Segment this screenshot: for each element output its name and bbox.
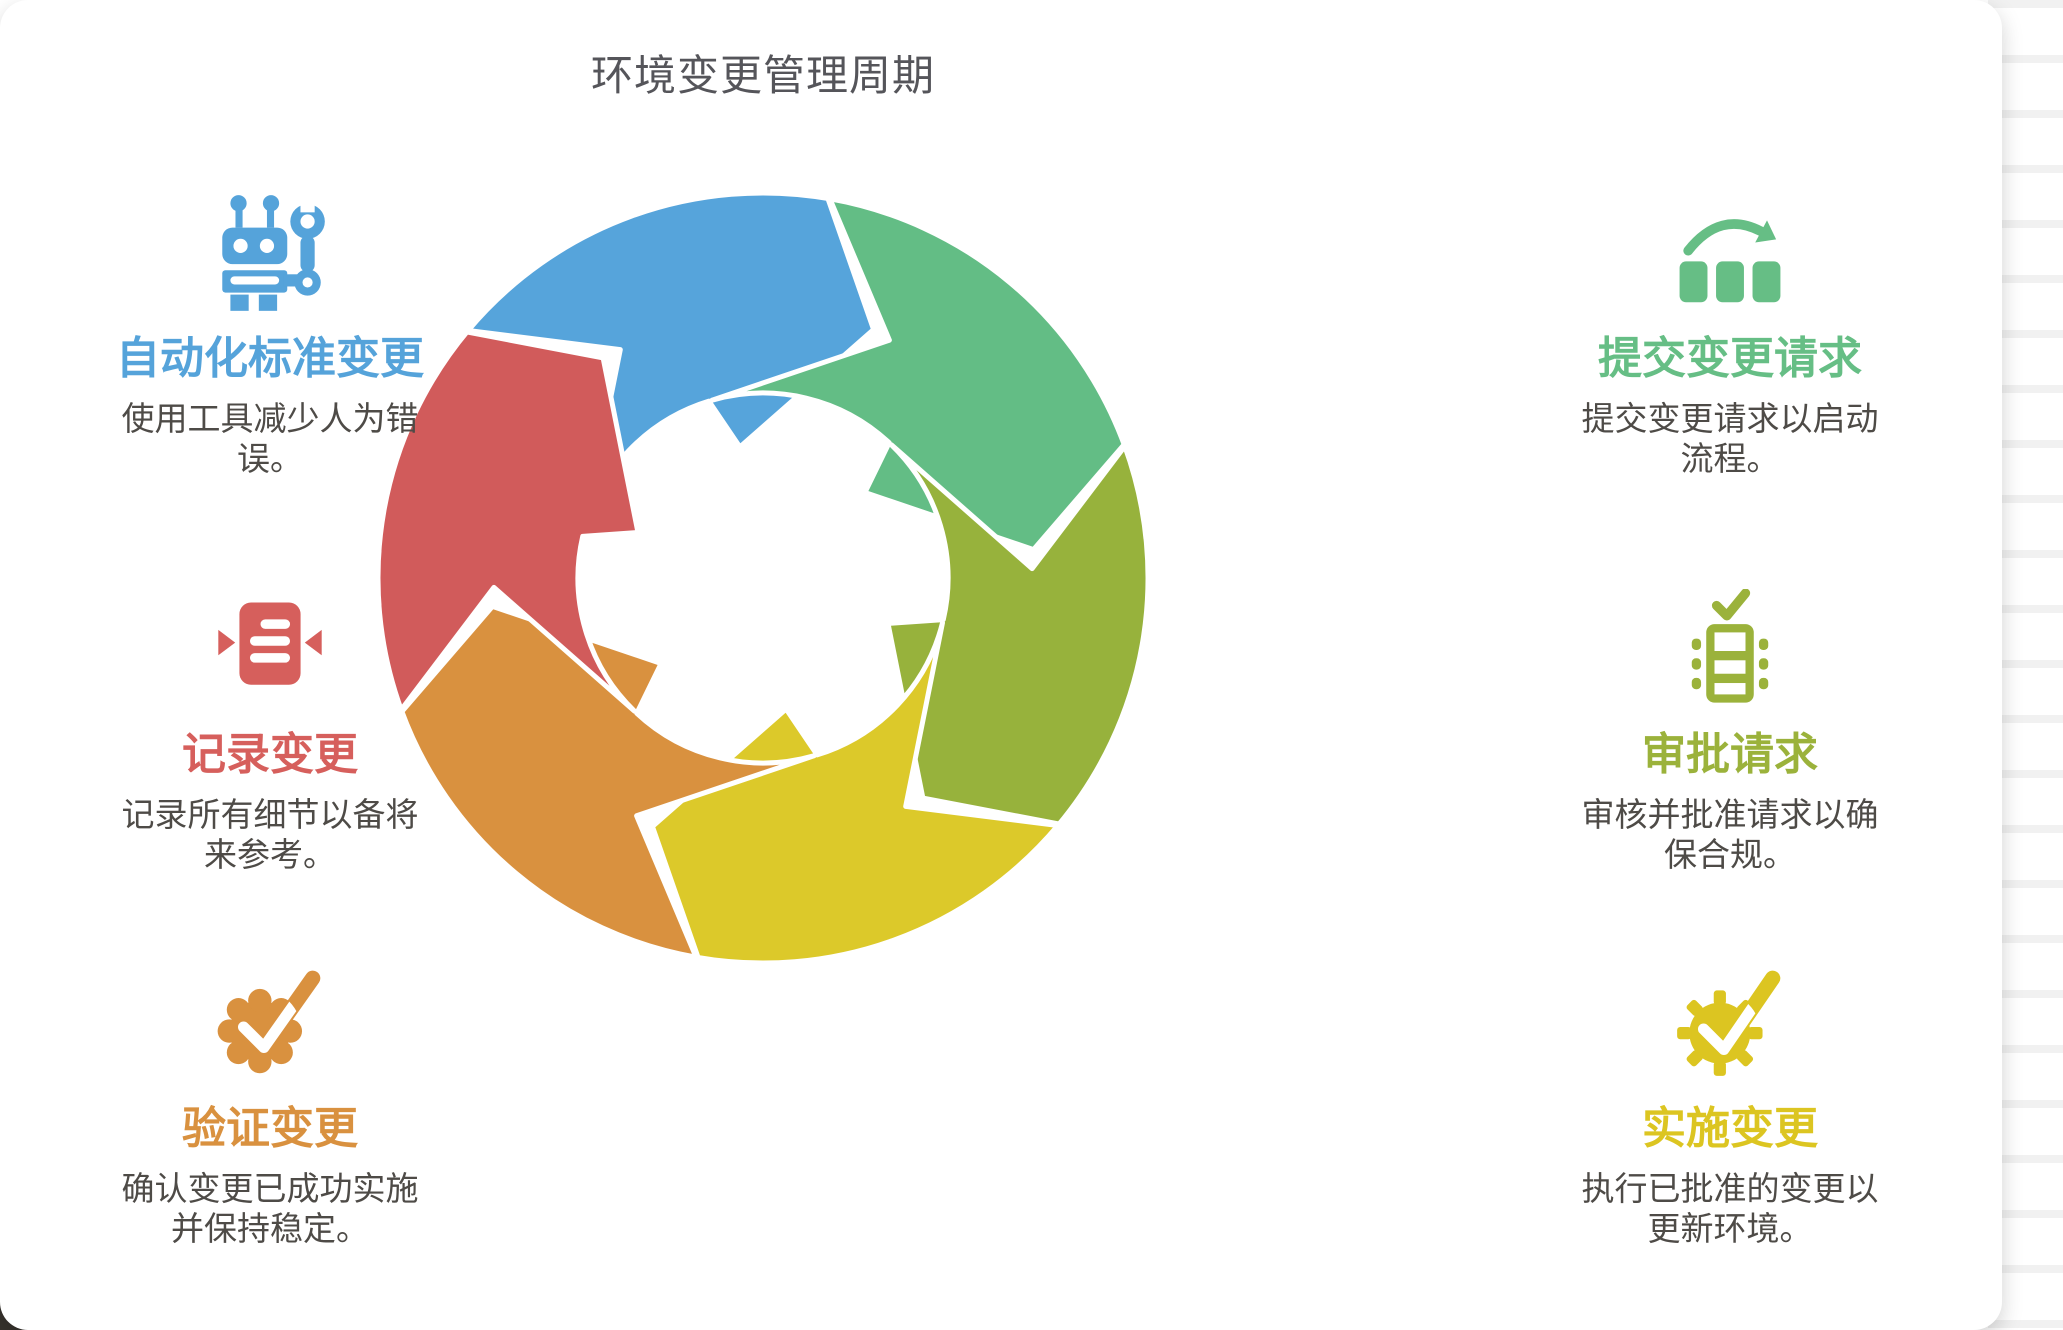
step-approve-request: 审批请求 审核并批准请求以确保合规。 — [1570, 578, 1890, 875]
step-heading: 自动化标准变更 — [116, 334, 424, 383]
icon-box — [110, 578, 430, 723]
step-description: 提交变更请求以启动流程。 — [1581, 400, 1879, 477]
icon-box — [110, 182, 430, 327]
seal-check-icon — [217, 970, 321, 1073]
step-record-change: 记录变更 记录所有细节以备将来参考。 — [110, 578, 430, 875]
step-heading: 验证变更 — [182, 1104, 358, 1153]
step-description: 记录所有细节以备将来参考。 — [121, 796, 419, 873]
icon-box — [1570, 578, 1890, 723]
gear-check-icon — [1677, 970, 1781, 1076]
submit-request-icon — [1679, 218, 1781, 302]
step-description: 执行已批准的变更以更新环境。 — [1581, 1170, 1879, 1247]
approve-list-icon — [1691, 588, 1769, 703]
icon-box — [1570, 952, 1890, 1097]
step-description: 确认变更已成功实施并保持稳定。 — [121, 1170, 419, 1247]
record-note-icon — [218, 601, 322, 685]
check-mark — [1711, 588, 1751, 621]
curved-arrow — [1683, 218, 1766, 256]
step-submit-change-request: 提交变更请求 提交变更请求以启动流程。 — [1570, 182, 1890, 479]
step-implement-change: 实施变更 执行已批准的变更以更新环境。 — [1570, 952, 1890, 1249]
step-description: 审核并批准请求以确保合规。 — [1581, 796, 1879, 873]
icon-box — [1570, 182, 1890, 327]
step-automated-standard-change: 自动化标准变更 使用工具减少人为错误。 — [110, 182, 430, 479]
step-heading: 提交变更请求 — [1598, 334, 1862, 383]
step-heading: 审批请求 — [1642, 730, 1818, 779]
page-title: 环境变更管理周期 — [590, 52, 935, 99]
icon-box — [110, 952, 430, 1097]
step-validate-change: 验证变更 确认变更已成功实施并保持稳定。 — [110, 952, 430, 1249]
robot-wrench-icon — [222, 192, 325, 311]
step-heading: 记录变更 — [182, 730, 358, 779]
step-description: 使用工具减少人为错误。 — [121, 400, 419, 477]
step-heading: 实施变更 — [1642, 1104, 1818, 1153]
